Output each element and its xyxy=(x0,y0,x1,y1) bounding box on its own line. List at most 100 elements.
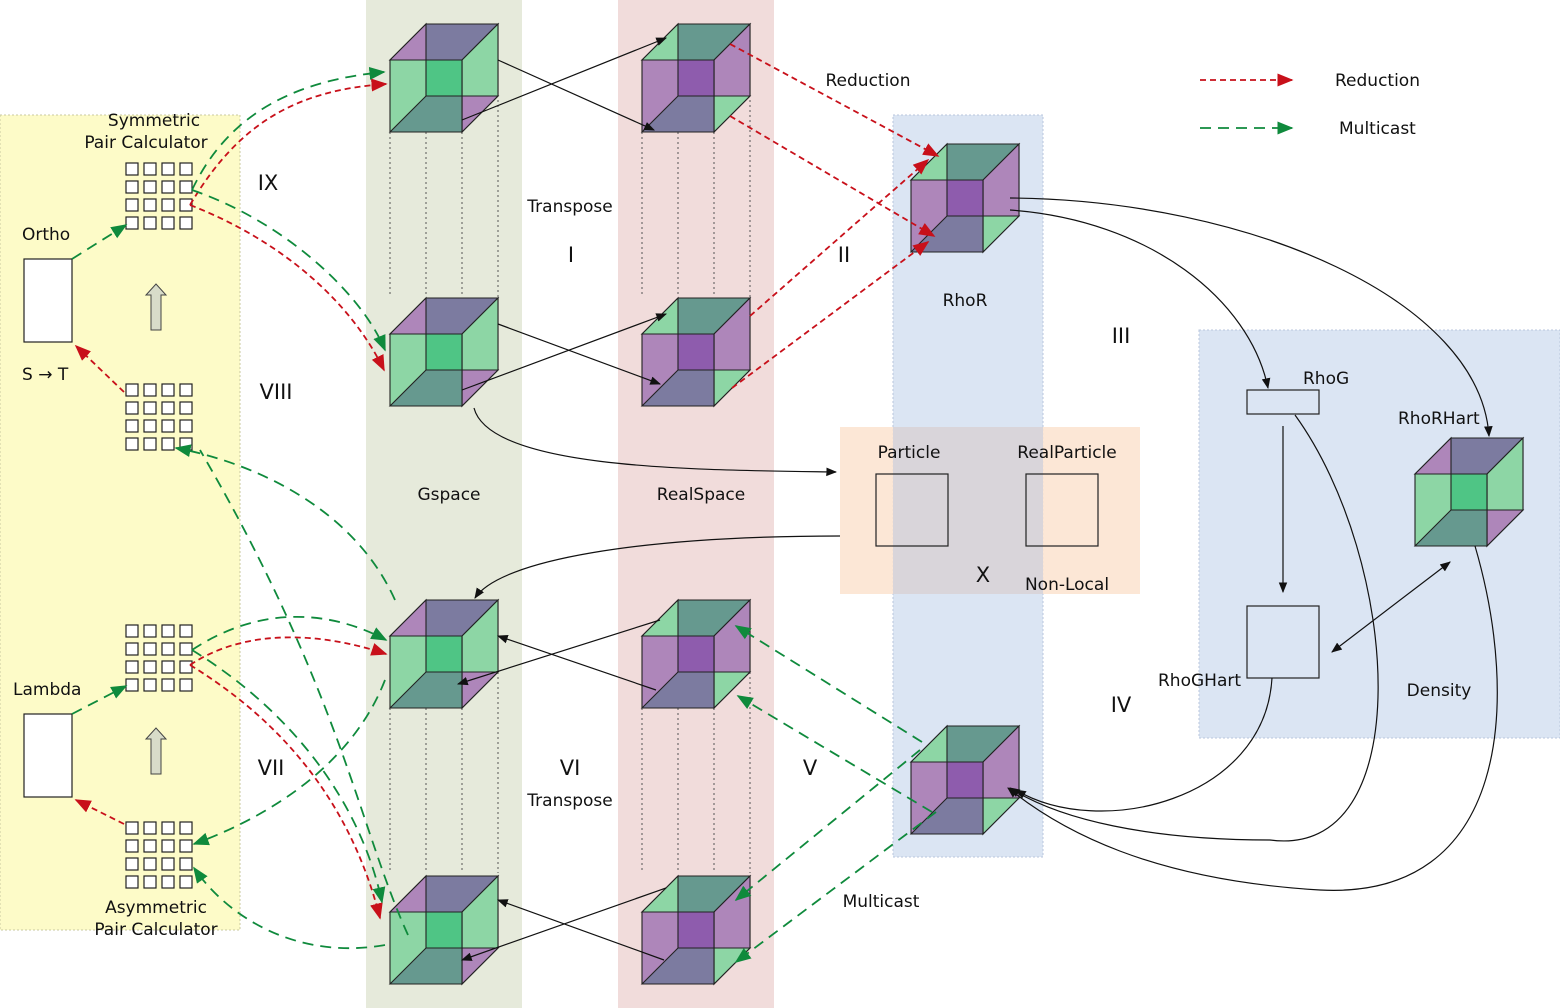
pair-calculator-cell xyxy=(125,839,139,853)
reduction-label: Reduction xyxy=(826,71,911,91)
rhor-cube[interactable] xyxy=(909,724,1021,836)
realspace-cube[interactable] xyxy=(640,296,752,408)
pair-calculator-cell xyxy=(143,437,157,451)
gspace-guides xyxy=(389,100,499,873)
legend-multicast-label: Multicast xyxy=(1339,119,1416,139)
ortho-label: Ortho xyxy=(22,225,70,245)
pair-calculator-cell xyxy=(143,180,157,194)
cube-inner-face xyxy=(677,59,715,97)
pair-calculator-cell xyxy=(179,180,193,194)
pair-calculator-cell xyxy=(161,383,175,397)
pair-calculator-cell xyxy=(179,624,193,638)
rhog-label: RhoG xyxy=(1303,369,1349,389)
density-region xyxy=(1198,329,1560,739)
pair-calculator-cell xyxy=(161,216,175,230)
phase-label-x: X xyxy=(976,563,990,587)
pair-calculator-cell xyxy=(179,821,193,835)
realspace-cube[interactable] xyxy=(640,22,752,134)
rhorhart-cube[interactable] xyxy=(1413,436,1525,548)
asymmetric-pair-calculator-grid[interactable] xyxy=(125,821,193,889)
pair-calculator-cell xyxy=(179,857,193,871)
pair-calculator-cell xyxy=(143,660,157,674)
symmetric-pair-calculator-grid[interactable] xyxy=(125,162,193,230)
pair-calculator-cell xyxy=(125,180,139,194)
realspace-cube[interactable] xyxy=(640,874,752,986)
gspace-cube[interactable] xyxy=(388,22,500,134)
cube-inner-face xyxy=(946,761,984,799)
rhorhart-label: RhoRHart xyxy=(1398,409,1480,429)
rhoghart-label: RhoGHart xyxy=(1158,671,1241,691)
particle-box[interactable] xyxy=(875,473,949,547)
lambda-box[interactable] xyxy=(23,713,73,798)
multicast-arrows xyxy=(71,66,1294,963)
asymmetric-pair-calculator-grid[interactable] xyxy=(125,624,193,692)
pair-calculator-cell xyxy=(125,624,139,638)
pair-calculator-cell xyxy=(143,162,157,176)
pair-calculator-cell xyxy=(161,660,175,674)
realspace-guides xyxy=(641,100,751,873)
realparticle-label: RealParticle xyxy=(1017,443,1116,463)
ortho-box[interactable] xyxy=(23,258,73,343)
pair-calculator-cell xyxy=(143,419,157,433)
cube-inner-face xyxy=(946,179,984,217)
transpose-label: Transpose xyxy=(526,197,612,217)
transpose-label: Transpose xyxy=(526,791,612,811)
pair-calculator-cell xyxy=(161,821,175,835)
pair-calculator-cell xyxy=(161,875,175,889)
phase-label-viii: VIII xyxy=(260,380,293,404)
cube-inner-face xyxy=(425,635,463,673)
phase-label-vi: VI xyxy=(560,756,581,780)
asymmetric-pc-label: Pair Calculator xyxy=(94,920,217,940)
phase-label-ix: IX xyxy=(258,171,279,195)
grids-layer xyxy=(125,162,193,889)
pair-calculator-cell xyxy=(143,839,157,853)
gspace-cube[interactable] xyxy=(388,874,500,986)
pair-calculator-cell xyxy=(125,401,139,415)
pair-calculator-cell xyxy=(179,678,193,692)
pair-calculator-cell xyxy=(125,383,139,397)
pair-calculator-cell xyxy=(161,839,175,853)
nonlocal-label: Non-Local xyxy=(1025,575,1109,595)
pair-calculator-cell xyxy=(179,419,193,433)
pair-calculator-cell xyxy=(179,875,193,889)
phase-label-ii: II xyxy=(838,243,850,267)
pair-calculator-cell xyxy=(143,198,157,212)
legend-reduction-label: Reduction xyxy=(1335,71,1420,91)
pair-calculator-cell xyxy=(179,437,193,451)
pair-calculator-cell xyxy=(125,162,139,176)
pair-calculator-cell xyxy=(179,839,193,853)
gspace-cube[interactable] xyxy=(388,598,500,710)
pair-calculator-cell xyxy=(125,875,139,889)
density-label: Density xyxy=(1407,681,1472,701)
pair-calculator-cell xyxy=(179,162,193,176)
multicast-label: Multicast xyxy=(843,892,920,912)
pair-calculator-cell xyxy=(161,162,175,176)
gspace-cube[interactable] xyxy=(388,296,500,408)
pair-calculator-cell xyxy=(143,401,157,415)
gspace-label: Gspace xyxy=(417,485,480,505)
realspace-region xyxy=(618,0,774,1008)
cube-inner-face xyxy=(677,333,715,371)
pair-calculator-cell xyxy=(143,216,157,230)
rhoghart-box[interactable] xyxy=(1246,605,1320,679)
realparticle-box[interactable] xyxy=(1025,473,1099,547)
asymmetric-pc-label: Asymmetric xyxy=(105,898,207,918)
s-to-t-label: S → T xyxy=(22,365,69,385)
rhog-box[interactable] xyxy=(1246,389,1320,415)
pair-calculator-cell xyxy=(161,624,175,638)
pair-calculator-cell xyxy=(125,678,139,692)
particle-label: Particle xyxy=(878,443,941,463)
up-arrow-icon xyxy=(144,283,168,331)
phase-label-i: I xyxy=(568,243,574,267)
lambda-label: Lambda xyxy=(13,680,81,700)
pair-calculator-cell xyxy=(161,678,175,692)
pair-calculator-cell xyxy=(125,642,139,656)
symmetric-pc-label: Pair Calculator xyxy=(84,133,207,153)
pair-calculator-cell xyxy=(125,857,139,871)
pair-calculator-cell xyxy=(143,624,157,638)
realspace-cube[interactable] xyxy=(640,598,752,710)
pair-calculator-cell xyxy=(125,198,139,212)
phase-label-vii: VII xyxy=(258,756,285,780)
phase-label-iv: IV xyxy=(1111,693,1132,717)
pair-calculator-cell xyxy=(125,419,139,433)
